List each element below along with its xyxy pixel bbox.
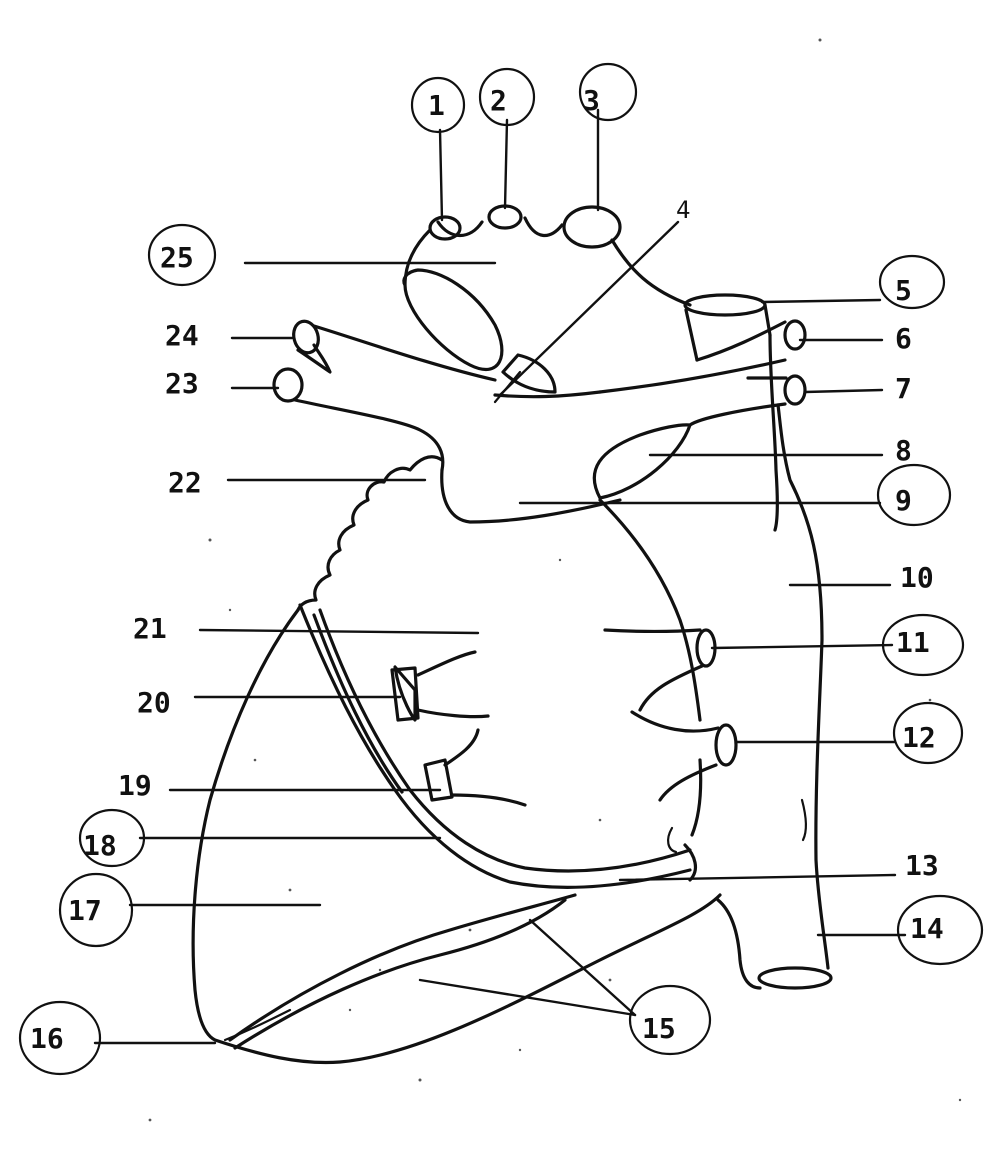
label-21: 21 xyxy=(133,612,167,645)
label-18: 18 xyxy=(83,829,117,862)
aortic-arch xyxy=(402,204,692,404)
coronary-sulcus xyxy=(298,603,698,889)
descending-aorta xyxy=(716,333,833,990)
interventricular-groove xyxy=(223,893,577,1050)
heart-outline xyxy=(191,498,722,1065)
label-17: 17 xyxy=(68,894,102,927)
label-13: 13 xyxy=(905,849,939,882)
label-10: 10 xyxy=(900,561,934,594)
label-16: 16 xyxy=(30,1022,64,1055)
number-labels: 1 2 3 4 5 6 7 8 9 10 11 12 13 14 15 16 1… xyxy=(30,84,944,1055)
label-22: 22 xyxy=(168,466,202,499)
pulmonary-trunk xyxy=(440,423,692,524)
label-7: 7 xyxy=(895,372,912,405)
label-24: 24 xyxy=(165,319,199,352)
label-19: 19 xyxy=(118,769,152,802)
label-14: 14 xyxy=(910,912,944,945)
label-12: 12 xyxy=(902,721,936,754)
leader-lines xyxy=(93,108,907,1045)
speckle xyxy=(148,38,962,1122)
label-25: 25 xyxy=(160,241,194,274)
label-2: 2 xyxy=(490,84,507,117)
label-9: 9 xyxy=(895,484,912,517)
right-auricle xyxy=(296,455,444,612)
label-6: 6 xyxy=(895,322,912,355)
pulmonary-veins xyxy=(390,628,738,807)
label-23: 23 xyxy=(165,367,199,400)
label-11: 11 xyxy=(896,626,930,659)
label-4: 4 xyxy=(676,196,690,224)
label-5: 5 xyxy=(895,274,912,307)
label-15: 15 xyxy=(642,1012,676,1045)
label-1: 1 xyxy=(428,89,445,122)
label-20: 20 xyxy=(137,686,171,719)
label-3: 3 xyxy=(583,84,600,117)
label-8: 8 xyxy=(895,434,912,467)
pulmonary-arteries xyxy=(272,319,807,472)
label-circles xyxy=(18,62,984,1076)
